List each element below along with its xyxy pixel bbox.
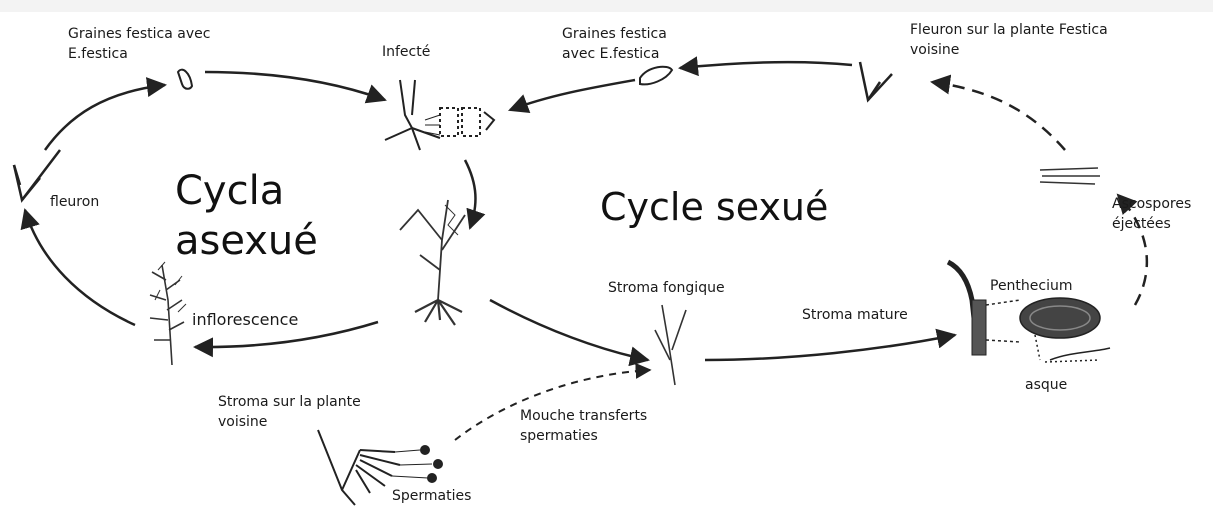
top-band [0,0,1213,12]
seed-left-icon [178,70,192,89]
label-ascospores-line1: Ascospores [1112,194,1191,214]
label-stroma-neighbor-line1: Stroma sur la plante [218,392,361,412]
label-fleuron-neighbor-line2: voisine [910,40,959,60]
label-inflorescence: inflorescence [192,310,298,330]
label-stroma-neighbor-line2: voisine [218,412,267,432]
label-fly-line1: Mouche transferts [520,406,647,426]
title-asexual-line2: asexué [175,216,318,266]
label-stroma-mature: Stroma mature [802,305,908,325]
label-fly-line2: spermaties [520,426,598,446]
arrow-stroma-to-mature [705,335,955,360]
fleuron-neighbor-icon [860,62,892,100]
arrow-infected-down [465,160,475,228]
stroma-mature-icon [948,262,986,355]
infected-plant-icon [385,80,494,150]
title-sexual: Cycle sexué [600,182,828,232]
stroma-fongique-icon [655,305,686,385]
arrow-seeds-to-infected [205,72,385,100]
ascospores-icon [1040,168,1100,184]
label-seeds-right-line2: avec E.festica [562,44,659,64]
label-fleuron-neighbor-line1: Fleuron sur la plante Festica [910,20,1108,40]
label-ascospores-line2: éjectées [1112,214,1171,234]
title-asexual-line1: Cycla [175,166,284,216]
arrow-fleuron-to-seeds [45,85,165,150]
inflorescence-icon [150,262,186,365]
arrow-plant-to-stroma [490,300,648,360]
label-penthecium: Penthecium [990,276,1073,296]
arrow-fleuron-neighbor-to-seeds [680,62,852,68]
label-seeds-left-line2: E.festica [68,44,128,64]
label-seeds-right-line1: Graines festica [562,24,667,44]
label-stroma-fongique: Stroma fongique [608,278,725,298]
arrow-ascospores-to-fleuron [932,82,1065,150]
arrow-inflorescence-to-fleuron [25,210,135,325]
label-spermaties: Spermaties [392,486,471,506]
label-seeds-left-line1: Graines festica avec [68,24,210,44]
seed-right-icon [640,67,672,85]
label-infected: Infecté [382,42,430,62]
penthecium-icon [986,298,1110,362]
label-asque: asque [1025,375,1067,395]
label-fleuron: fleuron [50,192,99,212]
grown-plant-icon [400,200,465,325]
arrow-seeds-right-to-infected [510,80,635,110]
